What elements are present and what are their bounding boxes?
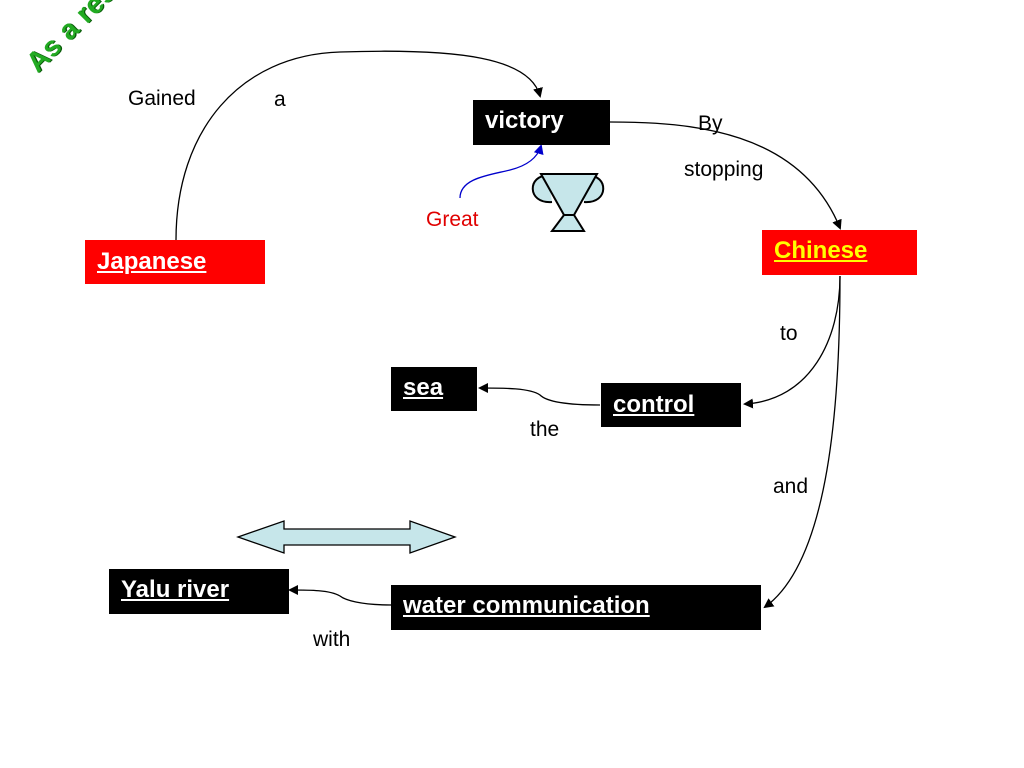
- node-chinese-label: Chinese: [774, 237, 868, 264]
- node-sea-label: sea: [403, 374, 444, 401]
- arrow-chinese-control: [743, 275, 841, 409]
- trophy-icon: [531, 173, 605, 232]
- arrow-control-sea: [478, 383, 601, 406]
- node-water-communication-label: water communication: [403, 592, 650, 619]
- node-sea: sea: [391, 367, 477, 411]
- arrow-great-victory: [459, 144, 544, 199]
- double-arrow-icon: [236, 520, 457, 554]
- label-by: By: [698, 112, 723, 135]
- node-japanese-label: Japanese: [97, 248, 207, 275]
- node-control: control: [601, 383, 741, 427]
- label-the: the: [530, 418, 560, 441]
- label-gained: Gained: [128, 87, 196, 110]
- node-japanese: Japanese: [85, 240, 265, 284]
- node-water-communication: water communication: [391, 585, 761, 630]
- label-a: a: [274, 88, 286, 111]
- arrow-chinese-water: [763, 275, 841, 609]
- label-and: and: [773, 475, 809, 498]
- label-stopping: stopping: [684, 158, 764, 181]
- node-control-label: control: [613, 391, 695, 418]
- node-victory: victory: [473, 100, 610, 145]
- label-with: with: [313, 628, 351, 651]
- node-yalu-river: Yalu river: [109, 569, 289, 614]
- node-chinese: Chinese: [762, 230, 917, 275]
- label-to: to: [780, 322, 798, 345]
- label-great: Great: [426, 208, 479, 231]
- arrow-water-yalu: [288, 585, 393, 606]
- node-yalu-river-label: Yalu river: [121, 576, 230, 603]
- node-victory-label: victory: [485, 107, 564, 134]
- arrow-japanese-victory: [175, 50, 543, 241]
- arrow-victory-chinese: [609, 121, 842, 230]
